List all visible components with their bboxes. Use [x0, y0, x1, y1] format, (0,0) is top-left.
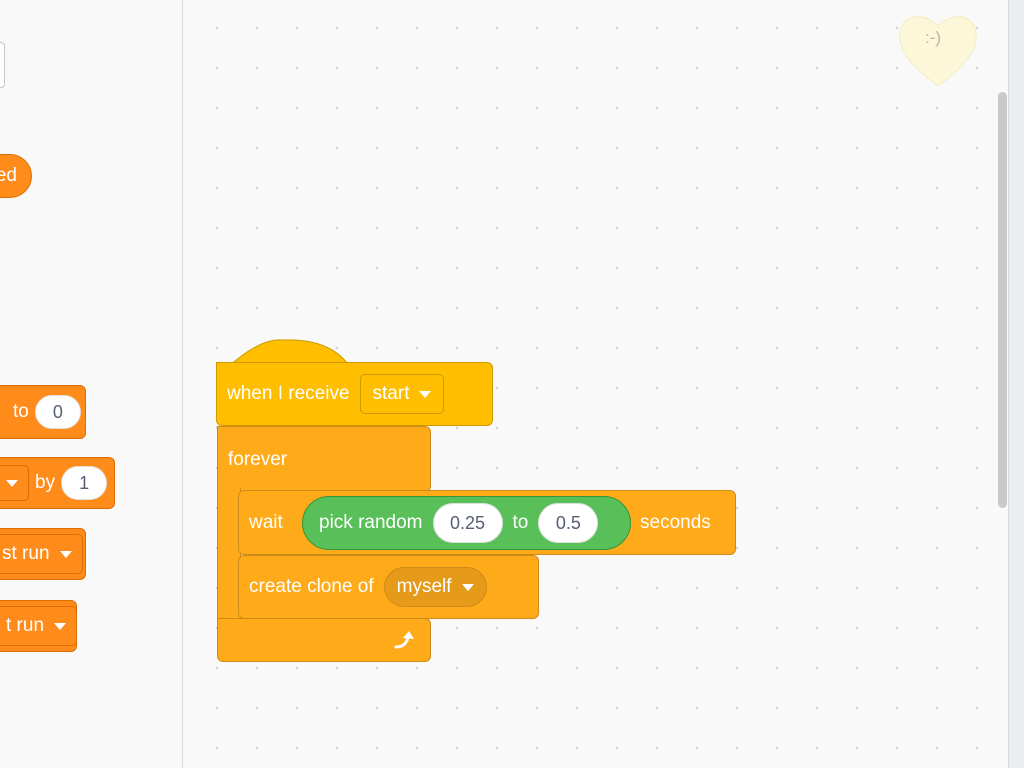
chevron-down-icon	[59, 550, 72, 558]
clone-target-dropdown[interactable]: myself	[383, 567, 487, 607]
create-clone-block[interactable]: create clone of myself	[238, 555, 539, 619]
when-i-receive-label: when I receive	[227, 383, 350, 404]
clone-target-value: myself	[396, 576, 452, 597]
set-block-to-label: to	[13, 401, 29, 422]
seconds-label: seconds	[640, 512, 711, 533]
palette-change-variable-block[interactable]: by 1	[0, 457, 115, 509]
chevron-down-icon	[54, 622, 67, 630]
palette-dropdown-block-1[interactable]: st run	[0, 528, 86, 580]
palette-dropdown-2[interactable]: t run	[0, 606, 78, 646]
workspace-vertical-scrollbar[interactable]	[998, 92, 1007, 508]
stage-panel-edge	[1008, 0, 1024, 768]
chevron-down-icon	[461, 583, 474, 591]
random-to-label: to	[512, 512, 529, 533]
wait-label: wait	[249, 511, 283, 533]
loop-arrow-icon	[394, 631, 414, 649]
chevron-down-icon	[419, 390, 432, 398]
pick-random-block[interactable]: pick random 0.25 to 0.5	[302, 496, 631, 550]
palette-event-block[interactable]: ed	[0, 154, 32, 198]
when-i-receive-block[interactable]: when I receive start	[216, 362, 493, 426]
palette-dropdown-2-label: t run	[6, 615, 45, 636]
chevron-down-icon	[6, 479, 18, 487]
message-dropdown-value: start	[372, 383, 410, 404]
forever-label: forever	[228, 449, 288, 470]
forever-block-bottom[interactable]	[217, 618, 431, 662]
random-to-input[interactable]: 0.5	[538, 503, 599, 543]
create-clone-label: create clone of	[249, 576, 374, 597]
heart-face-text: :-)	[925, 28, 942, 47]
message-dropdown[interactable]: start	[359, 374, 445, 414]
palette-dropdown-1[interactable]: st run	[0, 534, 83, 574]
heart-icon	[899, 16, 977, 87]
change-block-value[interactable]: 1	[61, 466, 108, 500]
set-block-value[interactable]: 0	[34, 395, 81, 429]
forever-block-top[interactable]: forever	[217, 426, 431, 492]
pick-random-label: pick random	[319, 512, 423, 533]
palette-dropdown-1-label: st run	[2, 543, 50, 564]
palette-partial-input	[0, 42, 5, 88]
palette-event-label: ed	[0, 165, 17, 186]
change-block-by-label: by	[35, 472, 56, 493]
palette-set-variable-block[interactable]: to 0	[0, 385, 86, 439]
palette-dropdown-block-2[interactable]: t run	[0, 600, 78, 652]
change-block-variable-dropdown[interactable]	[0, 465, 29, 501]
block-palette[interactable]: ed to 0 by 1 st run t run	[0, 0, 183, 768]
random-from-input[interactable]: 0.25	[432, 503, 503, 543]
